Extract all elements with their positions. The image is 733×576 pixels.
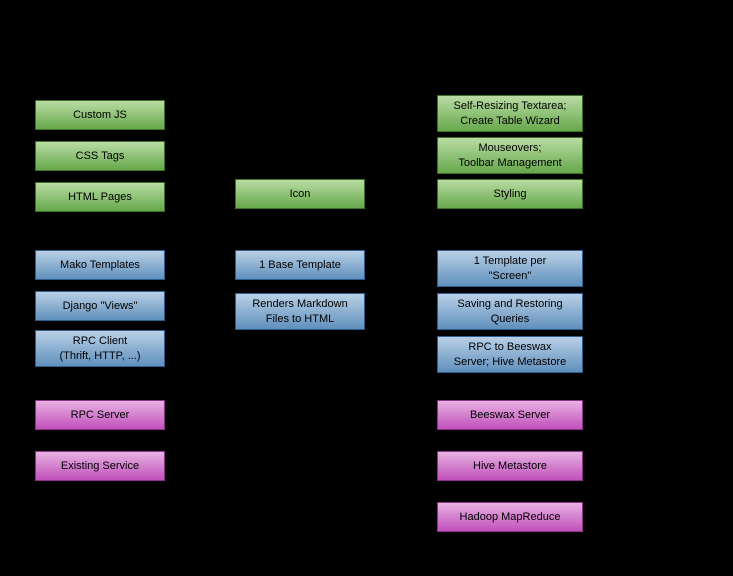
diagram-box-css-tags: CSS Tags: [35, 141, 165, 171]
diagram-box-label: Renders Markdown Files to HTML: [252, 298, 348, 325]
diagram-box-renders-markdown: Renders Markdown Files to HTML: [235, 293, 365, 330]
diagram-box-hive-metastore: Hive Metastore: [437, 451, 583, 481]
diagram-box-label: Icon: [289, 187, 311, 200]
diagram-box-rpc-to-beeswax: RPC to Beeswax Server; Hive Metastore: [437, 336, 583, 373]
diagram-box-rpc-server: RPC Server: [35, 400, 165, 430]
diagram-box-label: Mako Templates: [60, 258, 140, 271]
diagram-box-label: Existing Service: [60, 459, 140, 472]
diagram-box-existing-service: Existing Service: [35, 451, 165, 481]
diagram-box-label: RPC to Beeswax Server; Hive Metastore: [453, 341, 567, 368]
diagram-box-django-views: Django "Views": [35, 291, 165, 321]
diagram-box-label: 1 Template per "Screen": [473, 255, 547, 282]
diagram-box-hadoop-mapreduce: Hadoop MapReduce: [437, 502, 583, 532]
diagram-box-label: Django "Views": [62, 299, 138, 312]
diagram-box-html-pages: HTML Pages: [35, 182, 165, 212]
diagram-box-label: 1 Base Template: [259, 258, 341, 271]
diagram-box-rpc-client: RPC Client (Thrift, HTTP, ...): [35, 330, 165, 367]
diagram-box-label: Hadoop MapReduce: [459, 510, 561, 523]
diagram-box-self-resizing: Self-Resizing Textarea; Create Table Wiz…: [437, 95, 583, 132]
diagram-box-label: Styling: [493, 187, 527, 200]
diagram-box-base-template: 1 Base Template: [235, 250, 365, 280]
diagram-box-mako-templates: Mako Templates: [35, 250, 165, 280]
diagram-box-label: Self-Resizing Textarea; Create Table Wiz…: [453, 100, 567, 127]
diagram-box-label: RPC Client (Thrift, HTTP, ...): [59, 335, 141, 362]
diagram-box-icon: Icon: [235, 179, 365, 209]
diagram-box-label: Mouseovers; Toolbar Management: [458, 142, 562, 169]
diagram-box-label: Saving and Restoring Queries: [457, 298, 563, 325]
diagram-box-label: HTML Pages: [68, 190, 132, 203]
diagram-box-label: Beeswax Server: [469, 408, 551, 421]
diagram-box-template-per-screen: 1 Template per "Screen": [437, 250, 583, 287]
diagram-box-beeswax-server: Beeswax Server: [437, 400, 583, 430]
diagram-box-label: CSS Tags: [75, 149, 125, 162]
diagram-box-custom-js: Custom JS: [35, 100, 165, 130]
diagram-box-styling: Styling: [437, 179, 583, 209]
diagram-box-label: Custom JS: [73, 108, 127, 121]
diagram-box-label: Hive Metastore: [473, 459, 547, 472]
diagram-box-label: RPC Server: [70, 408, 130, 421]
diagram-box-saving-queries: Saving and Restoring Queries: [437, 293, 583, 330]
diagram-box-mouseovers: Mouseovers; Toolbar Management: [437, 137, 583, 174]
